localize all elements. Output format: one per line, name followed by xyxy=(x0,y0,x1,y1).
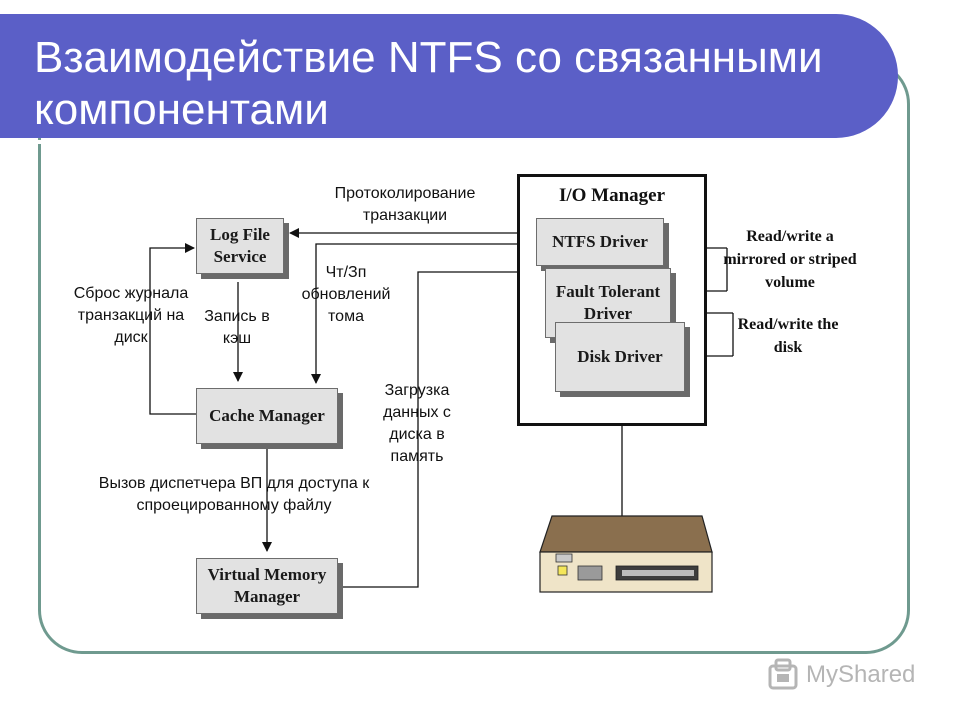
logo-text: MyShared xyxy=(806,661,916,688)
log-file-service-box: Log File Service xyxy=(196,218,284,274)
io-manager-title: I/O Manager xyxy=(558,185,666,206)
label-read-write-disk: Read/write the disk xyxy=(737,316,839,356)
disk-device-icon xyxy=(539,515,713,593)
title-bar: Взаимодействие NTFS со связанными компон… xyxy=(0,14,898,144)
label-cache-write: Запись в кэш xyxy=(204,308,270,347)
arrow-ntfs-to-cache xyxy=(311,243,536,384)
label-volume-update: Чт/Зп обновлений тома xyxy=(301,264,391,325)
virtual-memory-manager-box: Virtual Memory Manager xyxy=(196,558,338,614)
myshared-logo: MyShared xyxy=(768,660,915,690)
logo-icon xyxy=(768,658,798,690)
arrow-cache-to-log xyxy=(149,243,196,415)
label-load-data: Загрузка данных с диска в память xyxy=(383,382,451,465)
disk-driver-box: Disk Driver xyxy=(555,322,685,392)
label-transaction-logging: Протоколирование транзакции xyxy=(334,185,476,224)
slide-frame xyxy=(38,60,910,654)
cache-manager-box: Cache Manager xyxy=(196,388,338,444)
arrow-vmm-to-ft xyxy=(338,267,546,588)
ntfs-driver-box: NTFS Driver xyxy=(536,218,664,266)
label-read-write-mirrored: Read/write a mirrored or striped volume xyxy=(723,228,857,291)
label-flush-log: Сброс журнала транзакций на диск xyxy=(73,285,189,346)
title-underline xyxy=(0,140,848,144)
label-vm-call: Вызов диспетчера ВП для доступа к спроец… xyxy=(98,475,370,514)
slide-title: Взаимодействие NTFS со связанными компон… xyxy=(34,33,823,134)
